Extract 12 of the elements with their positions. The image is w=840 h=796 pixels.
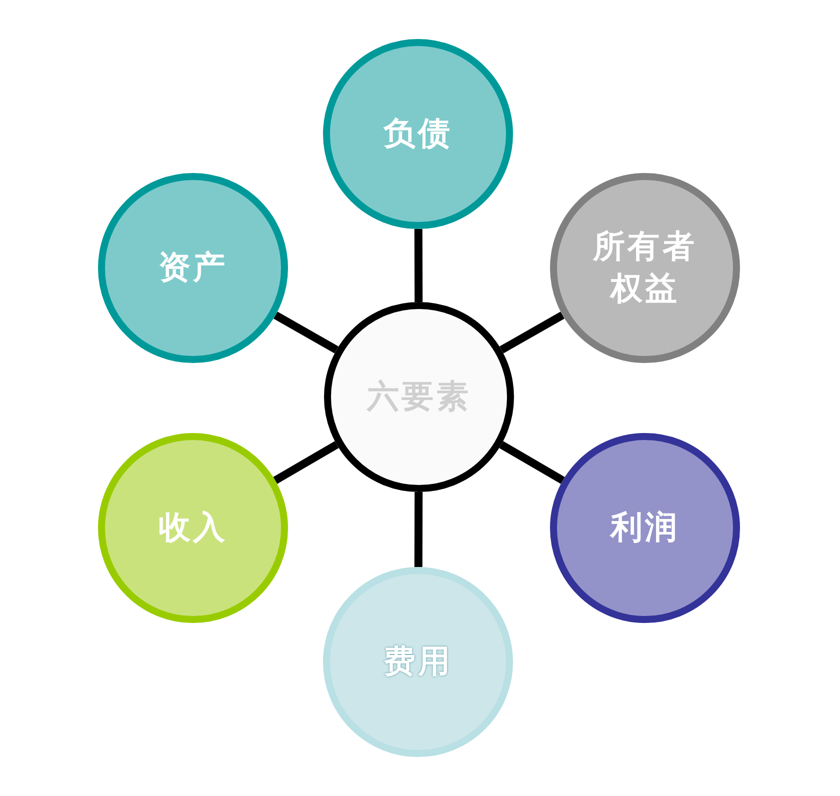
category-circle: 利润 [550,433,740,623]
connector-line [500,312,564,354]
category-circle: 资产 [98,173,288,363]
connector-line [414,492,423,568]
category-circle: 收入 [98,433,288,623]
connector-line [499,441,565,484]
connector-line [274,312,338,354]
category-circle: 所有者权益 [550,173,740,363]
category-circle: 负债 [323,39,513,229]
connector-line [273,441,339,484]
connector-line [414,228,423,302]
category-circle: 费用 [323,567,513,757]
